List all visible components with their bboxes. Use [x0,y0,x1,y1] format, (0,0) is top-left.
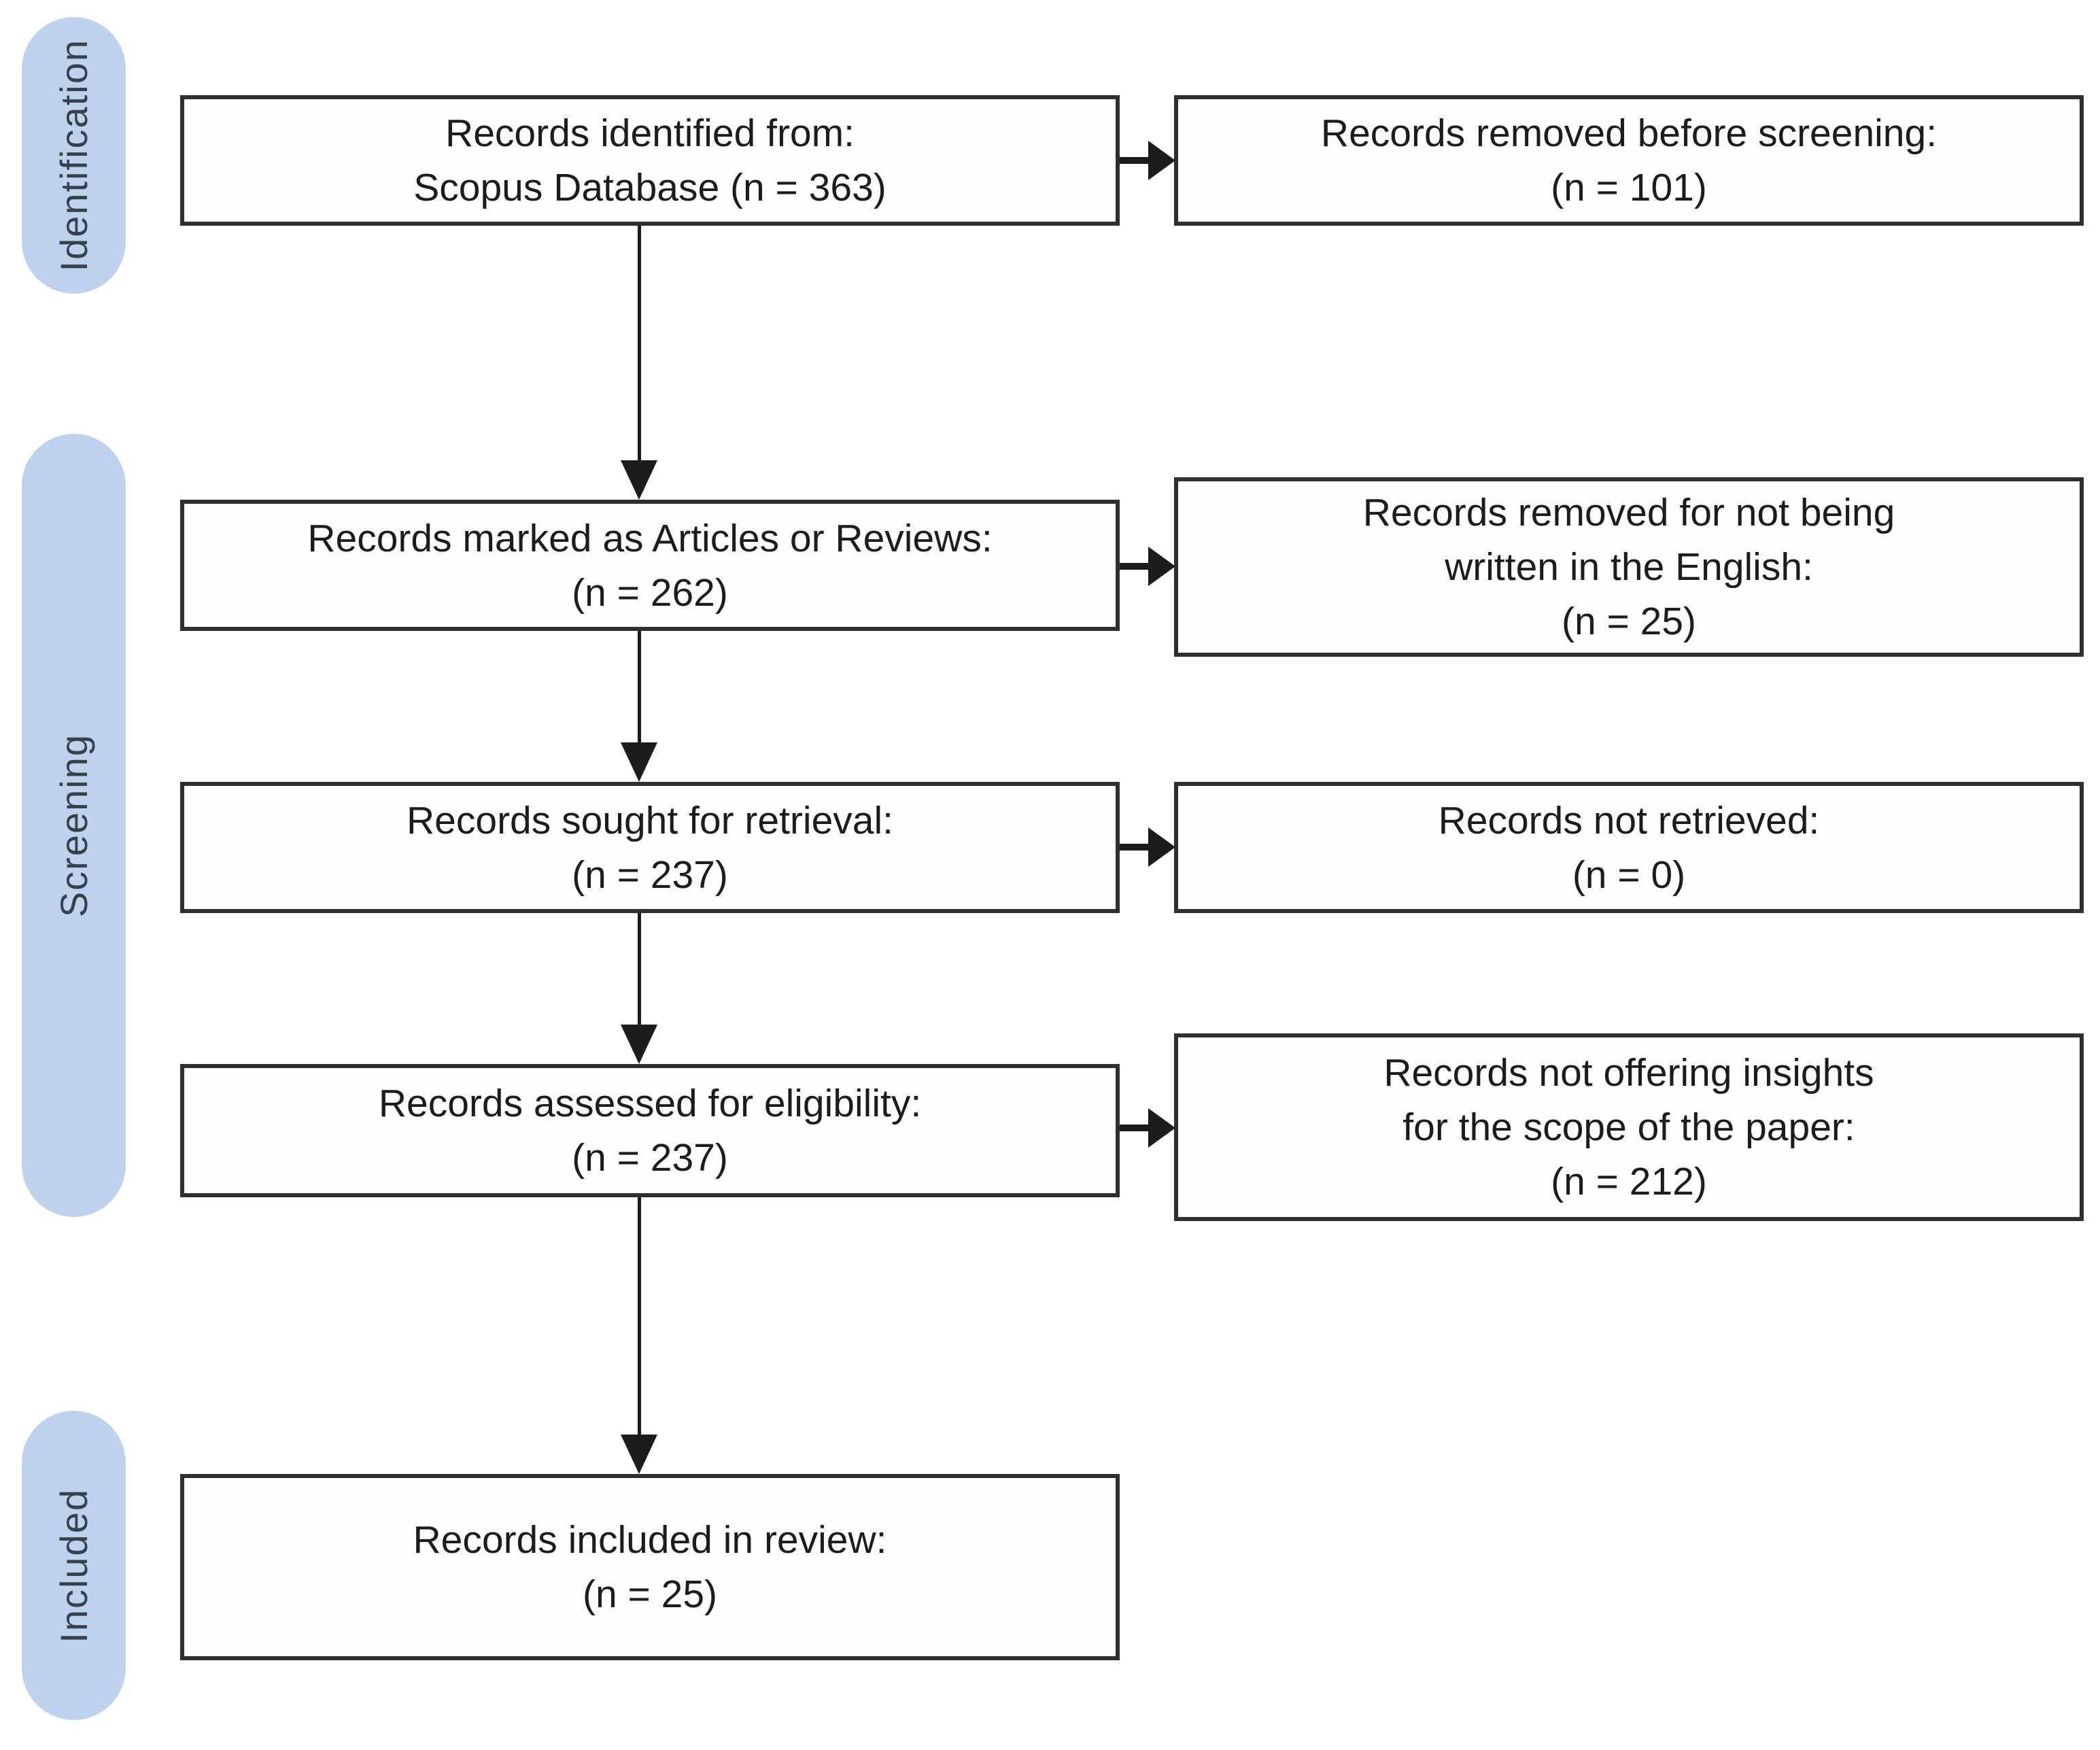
box-records-assessed-eligibility: Records assessed for eligibility: (n = 2… [180,1064,1120,1197]
arrow-line-marked-to-not-english [1120,563,1150,570]
arrowhead-right-icon [1148,1108,1175,1148]
stage-pill-identification: Identification [22,17,126,294]
arrow-line-assessed-to-no-insights [1120,1125,1150,1131]
arrowhead-down-icon [621,1435,657,1474]
arrow-line-sought-to-assessed [638,913,641,1026]
box-text-line: (n = 212) [1551,1160,1707,1203]
arrowhead-down-icon [621,1025,657,1064]
stage-pill-included: Included [22,1411,126,1720]
box-text-line: Records removed before screening: [1320,111,1938,155]
arrowhead-right-icon [1148,827,1175,867]
arrow-line-identified-to-marked [638,226,641,462]
box-records-sought-retrieval: Records sought for retrieval: (n = 237) [180,782,1120,913]
box-text-line: (n = 25) [582,1573,718,1616]
box-records-marked-articles-reviews: Records marked as Articles or Reviews: (… [180,500,1120,631]
box-text-line: Records identified from: [445,111,855,155]
arrowhead-down-icon [621,742,657,782]
box-records-included-review: Records included in review: (n = 25) [180,1474,1120,1660]
box-text-line: Records not retrieved: [1438,798,1820,842]
box-records-not-retrieved: Records not retrieved: (n = 0) [1174,782,2084,913]
arrow-line-assessed-to-included [638,1197,641,1436]
box-records-identified: Records identified from: Scopus Database… [180,95,1120,226]
arrow-line-sought-to-not-retrieved [1120,844,1150,851]
box-text-line: (n = 237) [572,1136,728,1180]
box-text-line: written in the English: [1445,545,1813,589]
box-text-line: (n = 262) [572,570,728,615]
arrowhead-down-icon [621,460,657,500]
stage-label-screening: Screening [52,733,95,918]
box-text-line: Records not offering insights [1383,1051,1874,1095]
box-text-line: Scopus Database (n = 363) [413,166,887,209]
box-text-line: Records assessed for eligibility: [378,1082,922,1125]
box-text-line: (n = 237) [572,853,728,897]
box-text-line: for the scope of the paper: [1402,1105,1855,1149]
box-records-removed-not-english: Records removed for not being written in… [1174,477,2084,657]
box-records-removed-before-screening: Records removed before screening: (n = 1… [1174,95,2084,226]
box-text-line: (n = 101) [1551,166,1707,209]
box-text-line: (n = 25) [1561,600,1697,643]
stage-label-identification: Identification [52,39,95,272]
box-text-line: (n = 0) [1572,853,1686,897]
arrowhead-right-icon [1148,547,1175,586]
box-text-line: Records sought for retrieval: [407,798,893,842]
arrow-line-identified-to-removed [1120,157,1150,164]
stage-pill-screening: Screening [22,434,126,1217]
box-records-not-offering-insights: Records not offering insights for the sc… [1174,1033,2084,1221]
arrow-line-marked-to-sought [638,631,641,744]
box-text-line: Records removed for not being [1362,491,1895,534]
box-text-line: Records included in review: [413,1518,887,1562]
arrowhead-right-icon [1148,141,1175,180]
box-text-line: Records marked as Articles or Reviews: [307,516,993,560]
stage-label-included: Included [52,1488,95,1643]
